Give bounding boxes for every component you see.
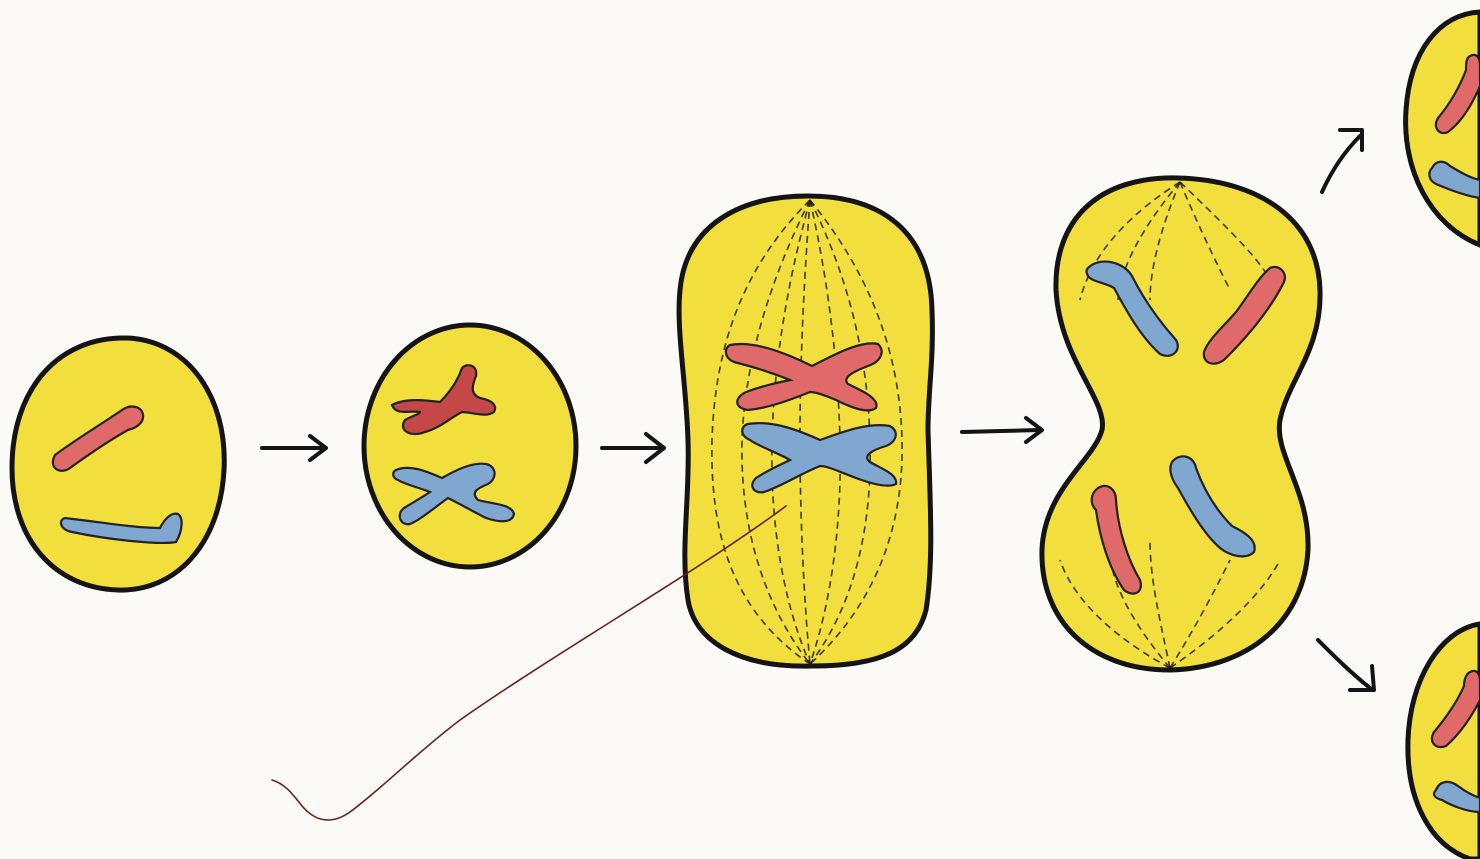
stage-4-cell: [1042, 178, 1320, 670]
arrow-5: [1318, 640, 1374, 690]
stage-2-cell: [364, 325, 576, 567]
stage-3-cell: [679, 196, 932, 666]
stage-1-cell: [12, 338, 224, 590]
cell-membrane: [1042, 178, 1320, 670]
arrow-3: [962, 418, 1042, 442]
stage-5-daughter-cell-bottom: [1408, 624, 1480, 859]
arrow-1: [262, 436, 326, 460]
stage-5-daughter-cell-top: [1406, 12, 1480, 245]
arrow-4: [1322, 130, 1362, 192]
cell-membrane: [364, 325, 576, 567]
arrow-2: [602, 434, 664, 462]
cell-membrane: [12, 338, 224, 590]
